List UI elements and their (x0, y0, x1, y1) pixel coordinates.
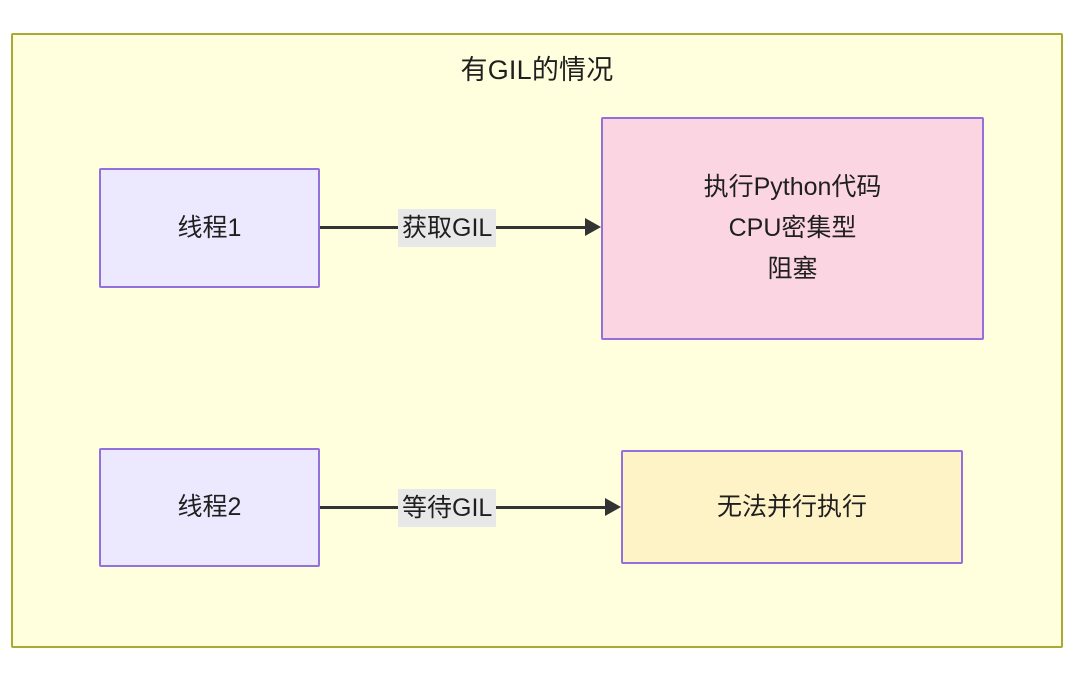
edge-label-wait-gil: 等待GIL (398, 489, 497, 527)
node-thread1-line-0: 线程1 (177, 213, 242, 242)
arrowhead-icon-edge1 (585, 218, 601, 236)
arrowhead-icon-edge2 (605, 498, 621, 516)
node-thread2-line-0: 线程2 (177, 493, 242, 521)
node-execute-line-0: 执行Python代码 (703, 173, 882, 201)
node-thread1[interactable]: 线程1 (99, 168, 320, 288)
node-block-line-0: 无法并行执行 (716, 492, 867, 521)
node-thread2[interactable]: 线程2 (99, 448, 320, 567)
node-cannot-run-parallel[interactable]: 无法并行执行 (621, 450, 963, 564)
subgraph-title: 有GIL的情况 (460, 55, 614, 85)
edge-label-acquire-gil: 获取GIL (398, 209, 497, 247)
node-execute-line-1: CPU密集型 (728, 214, 857, 242)
node-execute-python-code[interactable]: 执行Python代码 CPU密集型 阻塞 (601, 117, 984, 340)
node-execute-line-2: 阻塞 (767, 255, 818, 283)
